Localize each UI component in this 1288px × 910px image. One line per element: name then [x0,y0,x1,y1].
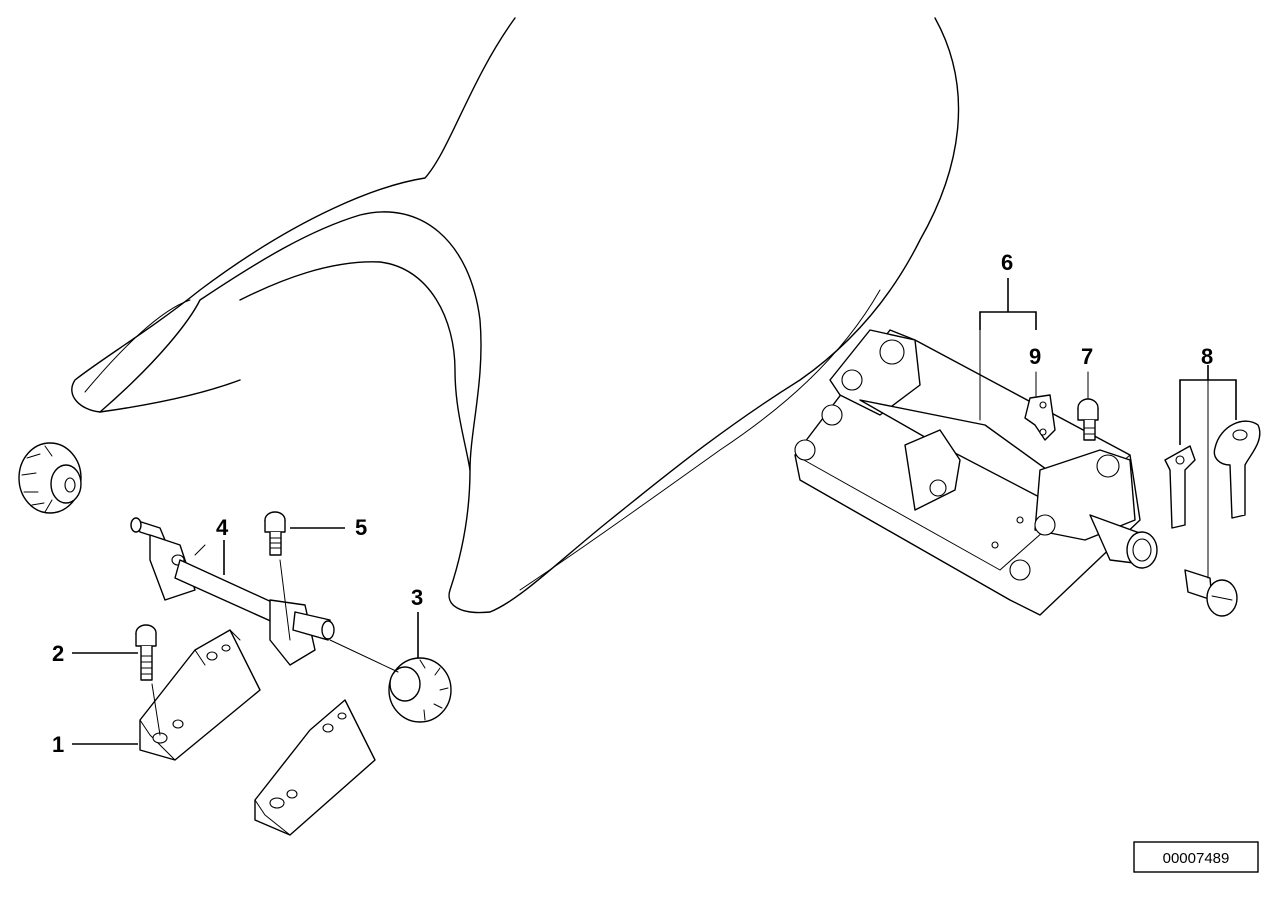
callouts: 1 2 3 4 5 6 7 8 9 [52,250,1213,757]
stepped-bracket-2 [254,699,376,836]
callout-8: 8 [1201,344,1213,369]
callout-2: 2 [52,641,64,666]
screw-part-5 [264,511,286,556]
reference-number: 00007489 [1163,850,1230,867]
callout-4: 4 [216,515,229,540]
callout-5: 5 [355,515,367,540]
leader-lines [72,278,1237,745]
knob-right [388,657,452,723]
callout-3: 3 [411,585,423,610]
callout-7: 7 [1081,344,1093,369]
plate-part-9 [1024,394,1056,441]
stepped-bracket-1 [139,629,261,761]
screw-part-2 [135,624,157,681]
reference-number-box: 00007489 [1133,841,1259,873]
callout-9: 9 [1029,344,1041,369]
knob-left [18,442,82,514]
callout-6: 6 [1001,250,1013,275]
key-set [1164,420,1261,529]
screw-part-7 [1077,398,1099,441]
seat-outline [71,17,960,614]
lock-frame [794,329,1158,616]
lock-cylinder [1184,569,1238,617]
callout-1: 1 [52,732,64,757]
rod-assembly [130,517,335,666]
